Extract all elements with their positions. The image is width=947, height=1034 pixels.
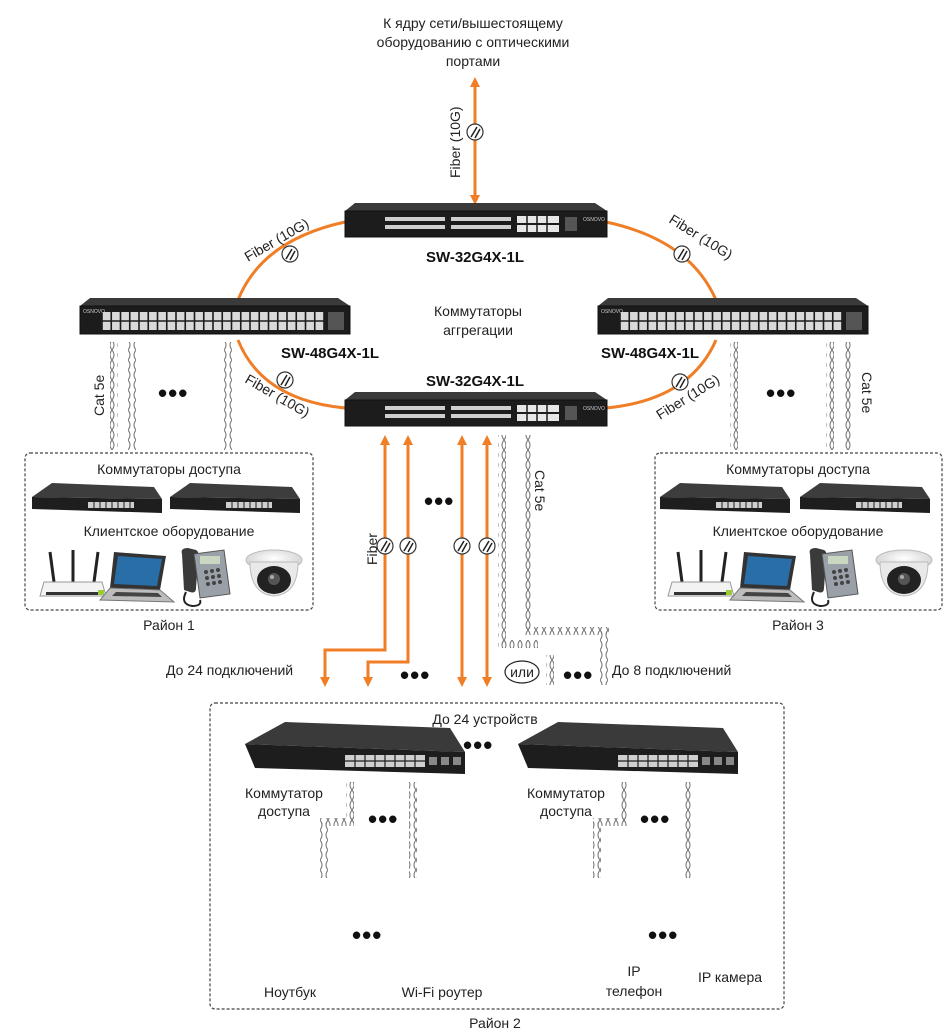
core-switch-top-label: SW-32G4X-1L xyxy=(426,249,524,266)
access-switch xyxy=(659,482,791,514)
copper-count-label: До 8 подключений xyxy=(612,662,731,678)
district-1-access-label: Коммутаторы доступа xyxy=(97,461,241,477)
ellipsis-left: ••• xyxy=(158,378,188,408)
district-2-header: До 24 устройств xyxy=(432,711,537,727)
copper-links-left xyxy=(110,342,232,450)
ip-phone-icon xyxy=(808,547,859,607)
ring-link-bottom-left xyxy=(236,339,346,410)
aggregation-switch-right-label: SW-48G4X-1L xyxy=(601,345,699,362)
access-switch xyxy=(31,482,163,514)
district-3: Коммутаторы доступа Клиентское оборудова… xyxy=(654,452,943,633)
access-switch xyxy=(169,482,301,514)
ellipsis-switch-1-ports: ••• xyxy=(368,804,398,834)
ip-phone-icon xyxy=(180,547,231,607)
core-switch-bottom xyxy=(344,391,608,427)
uplink-label: К ядру сети/вышестоящему оборудованию с … xyxy=(377,15,570,69)
district-1: Коммутаторы доступа Клиентское оборудова… xyxy=(24,452,314,633)
uplink-label-line-2: оборудованию с оптическими xyxy=(377,34,570,50)
copper-links-right xyxy=(730,342,851,450)
laptop-icon xyxy=(99,551,175,603)
uplink-label-line-1: К ядру сети/вышестоящему xyxy=(383,15,563,31)
ip-camera-icon xyxy=(245,549,303,597)
aggregation-label-line-2: аггрегации xyxy=(443,322,513,338)
camera-label: IP камера xyxy=(698,969,762,985)
fiber-connector-icon xyxy=(466,123,484,141)
laptop-label: Ноутбук xyxy=(264,984,317,1000)
ring-link-label-top-left: Fiber (10G) xyxy=(242,215,312,265)
fiber-connector-icon xyxy=(276,371,294,389)
fiber-connector-icon xyxy=(478,537,496,555)
fiber-connector-icon xyxy=(399,537,417,555)
access-switch-2-label-line-2: доступа xyxy=(540,803,592,819)
fiber-connector-icon xyxy=(453,537,471,555)
phone-label-line-2: телефон xyxy=(606,983,663,999)
core-switch-top xyxy=(344,202,608,238)
uplink-fiber-label: Fiber (10G) xyxy=(447,106,463,178)
aggregation-switch-right xyxy=(597,297,869,335)
wifi-router-icon xyxy=(38,548,108,598)
or-label: или xyxy=(510,664,534,680)
uplink-label-line-3: портами xyxy=(446,53,500,69)
cat5e-label-center: Cat 5e xyxy=(532,470,548,511)
district-1-client-label: Клиентское оборудование xyxy=(84,523,255,539)
district-2: До 24 устройств ••• Коммутатор доступа К… xyxy=(209,702,785,1010)
router-label: Wi-Fi роутер xyxy=(402,984,483,1000)
ring-link-top-left xyxy=(236,220,346,301)
core-switch-bottom-label: SW-32G4X-1L xyxy=(426,373,524,390)
cat5e-label-right: Cat 5e xyxy=(859,372,875,413)
district-3-border xyxy=(654,452,943,611)
ellipsis-switches: ••• xyxy=(463,730,493,760)
district-2-border xyxy=(209,702,785,1010)
access-switch-2-label-line-1: Коммутатор xyxy=(527,785,605,801)
ellipsis-fiber: ••• xyxy=(424,486,454,516)
ellipsis-phone-camera: ••• xyxy=(648,920,678,950)
cat5e-label-left: Cat 5e xyxy=(91,375,107,416)
district-2-copper-links xyxy=(320,782,692,878)
ip-camera-icon xyxy=(875,549,933,597)
ellipsis-laptop-router: ••• xyxy=(352,920,382,950)
access-switch xyxy=(517,721,739,775)
ellipsis-right: ••• xyxy=(766,378,796,408)
wifi-router-icon xyxy=(666,548,736,598)
aggregation-switch-left-label: SW-48G4X-1L xyxy=(281,345,379,362)
access-switch xyxy=(799,482,931,514)
copper-downlinks-center xyxy=(498,435,609,685)
district-3-access-label: Коммутаторы доступа xyxy=(726,461,870,477)
ellipsis-copper: ••• xyxy=(563,660,593,690)
access-switch-1-label-line-1: Коммутатор xyxy=(245,785,323,801)
fiber-label-center: Fiber xyxy=(364,533,380,565)
aggregation-label-line-1: Коммутаторы xyxy=(434,303,522,319)
ellipsis-downlinks: ••• xyxy=(400,660,430,690)
fiber-connector-icon xyxy=(673,245,691,263)
district-3-name: Район 3 xyxy=(772,617,824,633)
phone-label-line-1: IP xyxy=(627,963,640,979)
fiber-connector-icon xyxy=(281,245,299,263)
district-3-client-label: Клиентское оборудование xyxy=(713,523,884,539)
laptop-icon xyxy=(729,551,805,603)
access-switch-1-label-line-2: доступа xyxy=(258,803,310,819)
or-badge xyxy=(504,660,540,684)
aggregation-switch-left xyxy=(79,297,351,335)
fiber-downlinks xyxy=(320,435,492,687)
fiber-count-label: До 24 подключений xyxy=(166,662,293,678)
access-switch xyxy=(244,721,466,775)
district-2-name: Район 2 xyxy=(469,1015,521,1031)
ellipsis-switch-2-ports: ••• xyxy=(640,804,670,834)
district-1-name: Район 1 xyxy=(143,617,195,633)
